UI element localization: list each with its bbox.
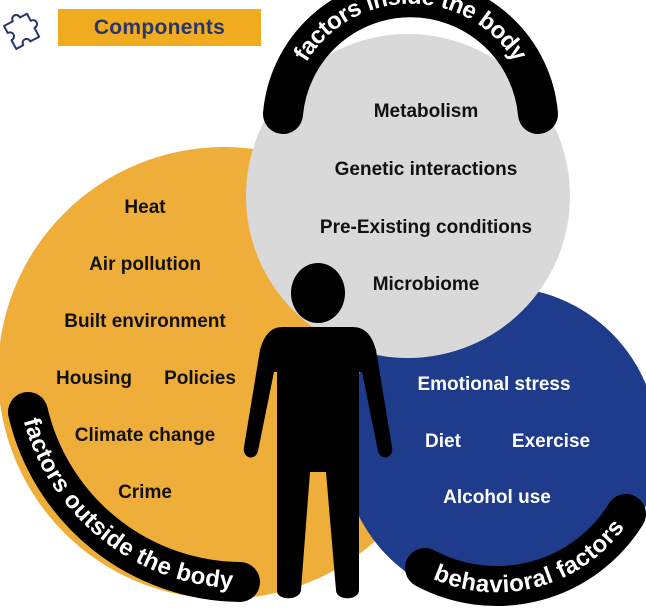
outside-item-housing: Housing (56, 368, 132, 389)
behavioral-circle (342, 287, 646, 603)
behavioral-band (405, 494, 646, 606)
inside-item-microbiome: Microbiome (373, 274, 480, 295)
inside-item-pre-existing-conditions: Pre-Existing conditions (320, 217, 532, 238)
inside-band (263, 0, 558, 134)
puzzle-piece-icon (2, 4, 48, 54)
outside-item-policies: Policies (164, 368, 236, 389)
person-silhouette-icon (243, 263, 393, 599)
outside-item-heat: Heat (124, 197, 166, 218)
outside-item-climate-change: Climate change (75, 425, 215, 446)
behavioral-item-emotional-stress: Emotional stress (417, 374, 570, 395)
header-title: Components (93, 15, 226, 39)
components-label: Components (58, 9, 261, 46)
outside-item-air-pollution: Air pollution (89, 254, 201, 275)
outside-item-built-environment: Built environment (64, 311, 226, 332)
behavioral-item-diet: Diet (425, 431, 462, 452)
behavioral-item-exercise: Exercise (512, 431, 590, 452)
behavioral-item-alcohol-use: Alcohol use (443, 487, 551, 508)
outside-band (8, 392, 260, 602)
inside-item-genetic-interactions: Genetic interactions (335, 159, 518, 180)
inside-item-metabolism: Metabolism (374, 101, 479, 122)
outside-item-crime: Crime (118, 482, 172, 503)
